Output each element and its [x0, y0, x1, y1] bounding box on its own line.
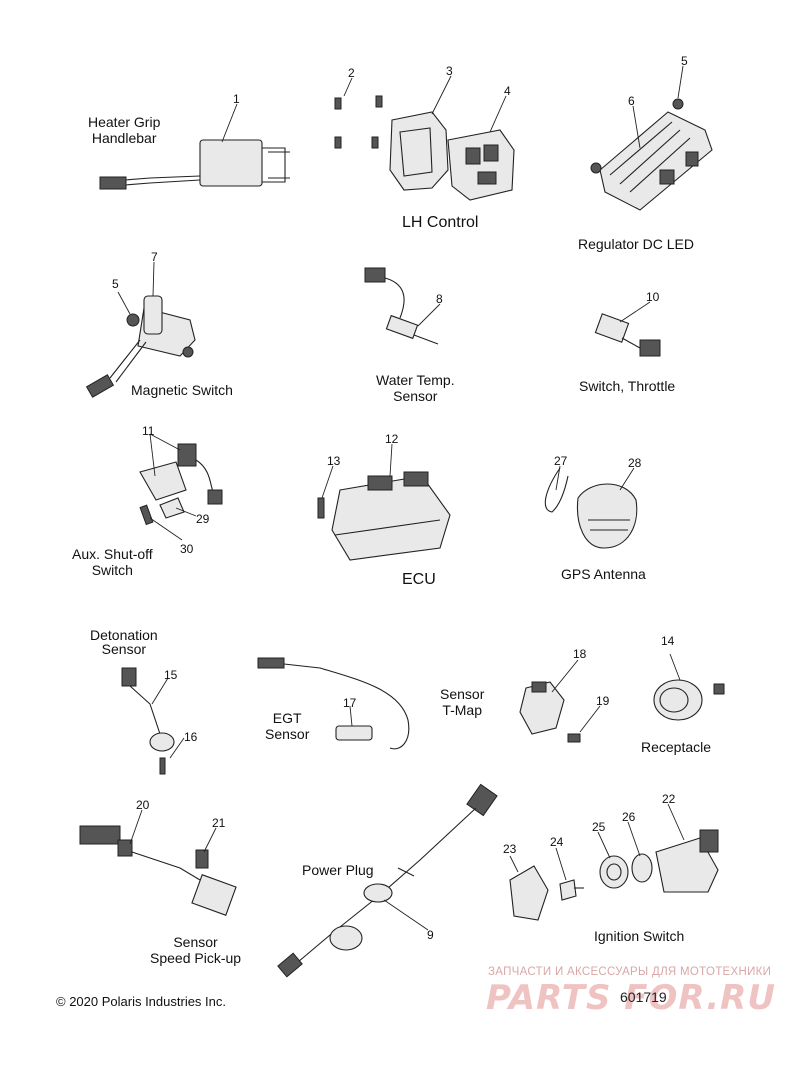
callout-5-left: 5	[112, 277, 119, 291]
callout-6: 6	[628, 94, 635, 108]
heater-grip-part	[99, 103, 290, 190]
detonation-label: Detonation Sensor	[90, 628, 158, 656]
watermark-tagline: ЗАПЧАСТИ И АКСЕССУАРЫ ДЛЯ МОТОТЕХНИКИ	[488, 966, 772, 978]
aux-shutoff-line2: Switch	[91, 562, 133, 578]
callout-11: 11	[142, 424, 155, 438]
magnetic-switch-part	[85, 261, 196, 398]
power-plug-part	[277, 783, 498, 978]
egt-label: EGT Sensor	[265, 710, 309, 742]
aux-shutoff-line1: Aux. Shut-off	[72, 546, 153, 562]
speed-pickup-line2: Speed Pick-up	[150, 950, 242, 966]
diagram-number: 601719	[620, 989, 667, 1005]
callout-27: 27	[554, 454, 568, 468]
callout-14: 14	[661, 634, 675, 648]
magnetic-switch-label: Magnetic Switch	[131, 382, 233, 398]
callout-17: 17	[343, 696, 357, 710]
callout-22: 22	[662, 792, 676, 806]
tmap-line1: Sensor	[440, 686, 485, 702]
speed-pickup-label: Sensor Speed Pick-up	[150, 934, 241, 966]
callout-2: 2	[348, 66, 355, 80]
callout-20: 20	[136, 798, 150, 812]
screws-part	[334, 77, 383, 149]
water-temp-line2: Sensor	[393, 388, 438, 404]
ignition-switch-part	[509, 803, 719, 921]
switch-throttle-label: Switch, Throttle	[579, 378, 676, 394]
detonation-sensor-part	[121, 667, 185, 775]
ecu-label: ECU	[402, 571, 436, 588]
water-temp-label: Water Temp. Sensor	[376, 372, 455, 404]
callout-21: 21	[212, 816, 226, 830]
water-temp-line1: Water Temp.	[376, 372, 455, 388]
copyright-text: © 2020 Polaris Industries Inc.	[56, 994, 226, 1009]
heater-grip-line2: Handlebar	[91, 130, 157, 146]
egt-line1: EGT	[272, 710, 302, 726]
water-temp-sensor-part	[364, 267, 441, 345]
lh-control-label: LH Control	[402, 214, 479, 231]
callout-15: 15	[164, 668, 178, 682]
egt-line2: Sensor	[265, 726, 310, 742]
gps-antenna-label: GPS Antenna	[561, 566, 646, 582]
callout-25: 25	[592, 820, 606, 834]
callout-24: 24	[550, 835, 564, 849]
lh-control-housing-part	[389, 75, 452, 191]
heater-grip-label: Heater Grip Handlebar	[88, 114, 160, 146]
callout-1: 1	[233, 92, 240, 106]
tmap-line2: T-Map	[442, 702, 483, 718]
callout-26: 26	[622, 810, 636, 824]
callout-8: 8	[436, 292, 443, 306]
regulator-part	[590, 65, 713, 211]
receptacle-label: Receptacle	[641, 739, 712, 755]
callout-10: 10	[646, 290, 660, 304]
tmap-sensor-part	[519, 659, 601, 743]
speed-pickup-part	[79, 809, 237, 916]
throttle-switch-part	[594, 301, 661, 357]
power-plug-label: Power Plug	[302, 862, 374, 878]
callout-23: 23	[503, 842, 517, 856]
egt-sensor-part	[257, 657, 410, 750]
callout-4: 4	[504, 84, 511, 98]
ignition-switch-label: Ignition Switch	[594, 928, 685, 944]
lh-control-switch-part	[447, 95, 515, 201]
regulator-label: Regulator DC LED	[578, 236, 694, 252]
callout-30: 30	[180, 542, 194, 556]
ecu-part	[317, 443, 451, 561]
gps-antenna-part	[544, 465, 638, 549]
callout-7: 7	[151, 250, 158, 264]
receptacle-part	[653, 653, 725, 721]
callout-29: 29	[196, 512, 210, 526]
tmap-label: Sensor T-Map	[440, 686, 484, 718]
heater-grip-line1: Heater Grip	[88, 114, 161, 130]
callout-18: 18	[573, 647, 587, 661]
watermark-logo: PARTS FOR.RU	[486, 978, 776, 1018]
detonation-line2: Sensor	[101, 641, 147, 657]
callout-12: 12	[385, 432, 399, 446]
callout-19: 19	[596, 694, 610, 708]
speed-pickup-line1: Sensor	[173, 934, 218, 950]
callout-13: 13	[327, 454, 341, 468]
callout-9: 9	[427, 928, 434, 942]
callout-5-top: 5	[681, 54, 688, 68]
aux-shutoff-label: Aux. Shut-off Switch	[72, 546, 153, 578]
aux-shutoff-part	[139, 433, 223, 541]
detonation-line1: Detonation	[90, 627, 158, 643]
callout-28: 28	[628, 456, 642, 470]
callout-3: 3	[446, 64, 453, 78]
callout-16: 16	[184, 730, 198, 744]
